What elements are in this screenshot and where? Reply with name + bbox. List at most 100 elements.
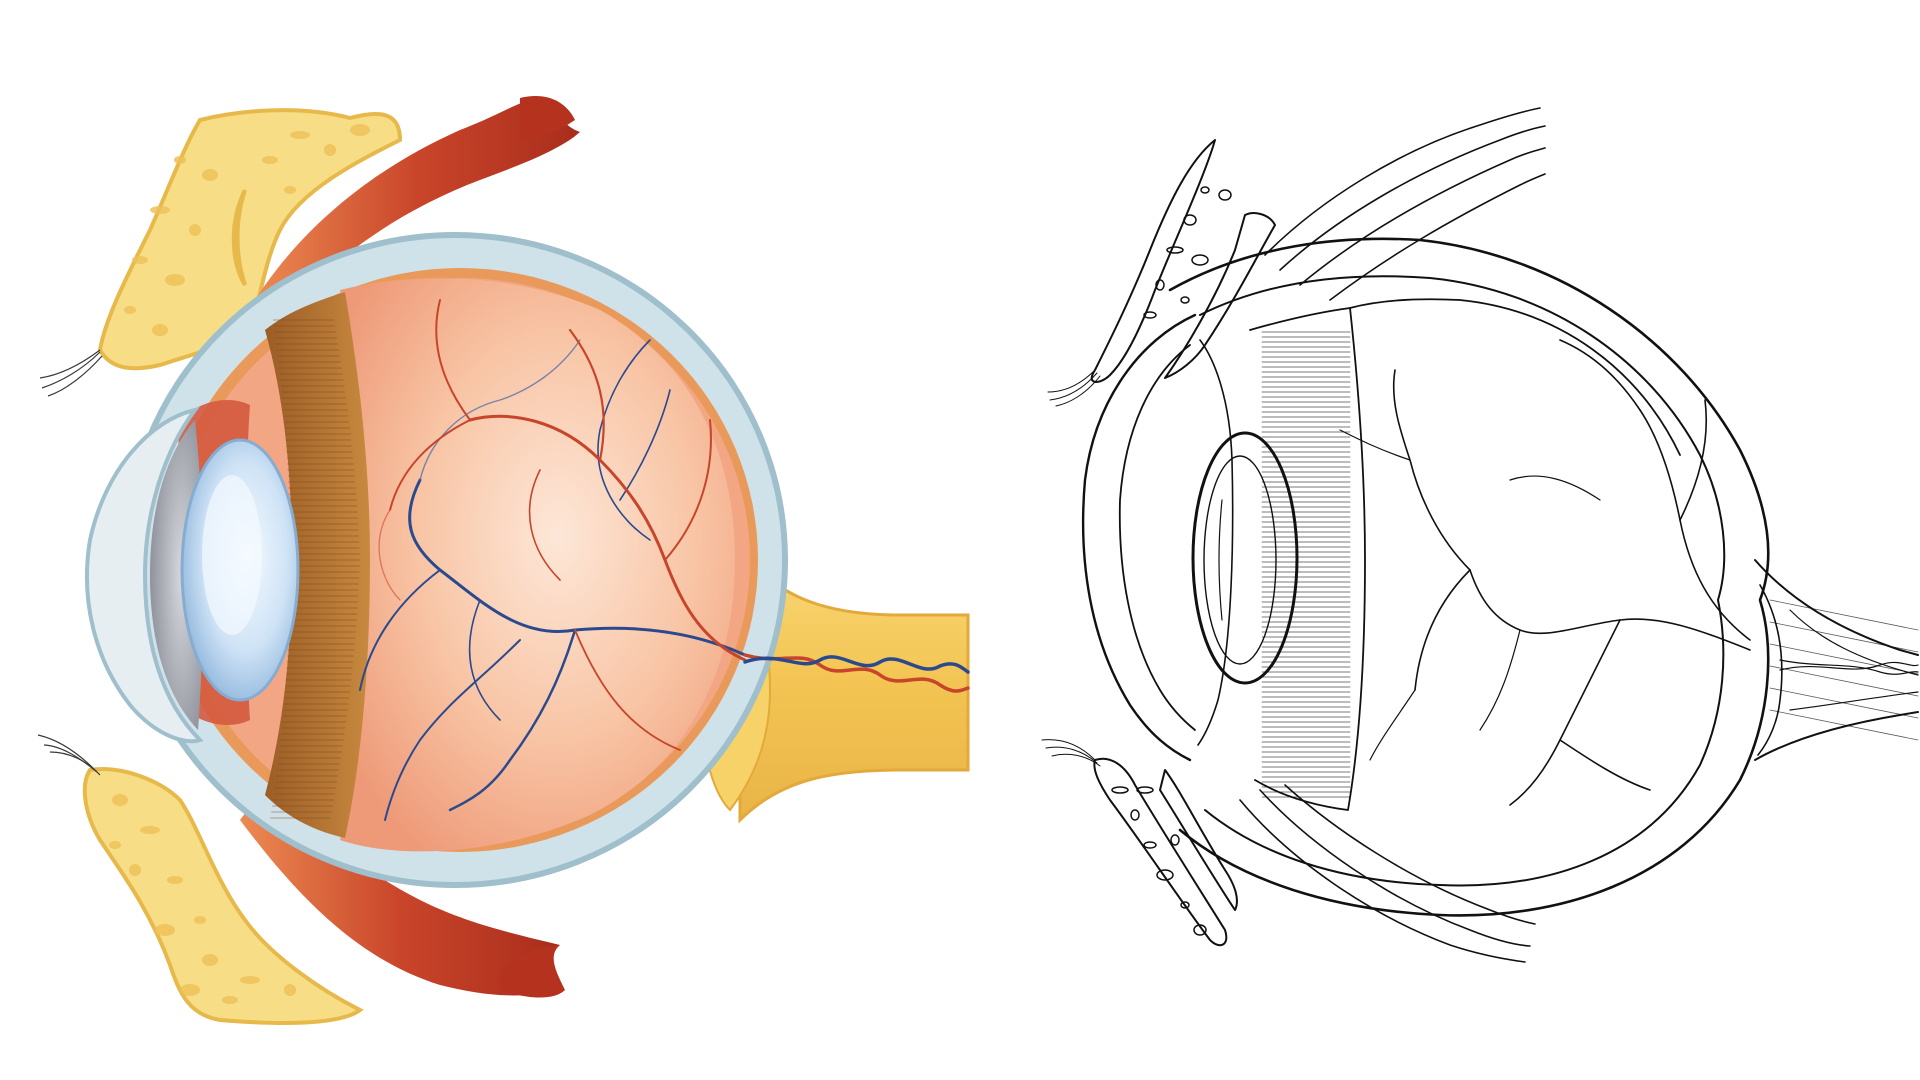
bone-pore xyxy=(240,976,260,984)
cornea xyxy=(84,406,204,744)
vessel-line xyxy=(1339,429,1411,461)
outline-eye-diagram xyxy=(1041,107,1919,963)
bone-pore-outline xyxy=(1143,841,1157,849)
bone-pore-outline xyxy=(1193,924,1207,936)
vessel-line xyxy=(1392,369,1471,571)
anterior-chamber xyxy=(150,420,203,730)
bone-pore-outline xyxy=(1143,311,1157,319)
bone-pore xyxy=(112,794,128,806)
ciliary-body xyxy=(265,292,370,838)
bone-pore-outline xyxy=(1111,786,1129,794)
bone-pore-outline xyxy=(1218,189,1232,201)
anterior-chamber-outline xyxy=(1118,344,1196,731)
eyelash-outline-strands xyxy=(1041,369,1101,767)
bone-pore xyxy=(150,206,170,214)
vessel-line xyxy=(1559,739,1651,791)
bone-pore-outline xyxy=(1183,214,1197,226)
bone-pore xyxy=(202,169,218,181)
superior-muscle-tendon xyxy=(520,96,575,140)
lens-outline xyxy=(1191,431,1299,685)
superior-muscle-outline xyxy=(1264,107,1546,301)
retinal-vein xyxy=(408,478,747,657)
bone-pore xyxy=(284,186,296,194)
bone-pore xyxy=(165,274,185,286)
bone-pore xyxy=(140,826,160,834)
lens-highlight xyxy=(202,475,262,635)
inferior-muscle-tendon xyxy=(500,945,565,998)
bone-pore xyxy=(284,984,296,996)
choroid-outline xyxy=(1199,275,1726,887)
bone-pore-outline xyxy=(1166,246,1184,254)
bone-pore xyxy=(174,156,186,164)
vitreous-body xyxy=(340,278,735,852)
bone-pore xyxy=(124,306,136,314)
retinal-artery xyxy=(389,419,471,511)
vessel-line xyxy=(1414,569,1471,691)
optic-nerve-fibers xyxy=(1769,599,1919,741)
vessel-line xyxy=(1679,399,1708,521)
nerve-fiber-line xyxy=(1769,687,1919,719)
retinal-vein xyxy=(359,569,441,691)
colored-eye-diagram xyxy=(37,96,970,1025)
retinal-artery xyxy=(528,469,561,581)
retinal-artery xyxy=(664,419,712,561)
retinal-blood-vessels xyxy=(359,299,970,821)
bone-pore xyxy=(129,864,141,876)
upper-orbital-bone-outline xyxy=(1090,139,1276,383)
bone-pore-outline xyxy=(1180,296,1190,304)
retinal-artery xyxy=(468,414,747,662)
bone-pore-outline xyxy=(1156,869,1174,881)
bone-pore xyxy=(324,144,336,156)
vessel-line xyxy=(1509,619,1621,806)
vessel-line xyxy=(1509,475,1601,501)
bone-pore xyxy=(202,954,218,966)
lens-highlight-stroke xyxy=(1218,499,1223,621)
retinal-vein xyxy=(384,639,521,821)
bone-pore xyxy=(189,224,201,236)
bone-pore xyxy=(290,131,310,139)
optic-nerve xyxy=(738,545,970,824)
nerve-fiber-line xyxy=(1769,621,1919,653)
cornea-outline xyxy=(1081,313,1197,762)
lens-inner-outline xyxy=(1203,455,1277,665)
retinal-artery xyxy=(378,509,401,601)
central-retinal-artery xyxy=(743,653,970,693)
retinal-vein xyxy=(468,599,501,721)
retinal-vessel-outlines xyxy=(1339,339,1751,806)
bone-pore xyxy=(155,924,175,936)
retinal-vein xyxy=(448,628,577,812)
bone-pore-outline xyxy=(1155,279,1165,291)
nerve-fiber-line xyxy=(1769,643,1919,675)
central-retinal-vein xyxy=(743,655,970,674)
optic-nerve-outline xyxy=(1754,559,1919,761)
retina-outline xyxy=(1349,298,1681,456)
nerve-fiber-line xyxy=(1769,665,1919,697)
bone-pore-outline xyxy=(1191,254,1209,266)
bone-pore xyxy=(262,156,278,164)
bone-pore-outline xyxy=(1200,186,1210,194)
bone-pore xyxy=(180,984,200,996)
bone-pore xyxy=(152,324,168,336)
bone-pore xyxy=(222,996,238,1004)
bone-pore xyxy=(167,876,183,884)
iris-outline xyxy=(1197,339,1234,746)
ciliary-body-hatching xyxy=(1261,331,1351,798)
ciliary-body-outline xyxy=(1249,307,1366,811)
vessel-line xyxy=(1479,629,1521,731)
vessel-line xyxy=(1559,339,1641,411)
retinal-vein xyxy=(419,339,581,481)
ciliary-fibers xyxy=(270,319,360,819)
nerve-fiber-line xyxy=(1769,599,1919,631)
bone-pore-outline xyxy=(1136,786,1154,794)
vessel-line xyxy=(1469,569,1751,651)
retinal-artery xyxy=(568,328,605,462)
bone-pore-outline xyxy=(1170,834,1180,846)
sclera-outline xyxy=(1168,237,1770,917)
bone-pore xyxy=(194,916,206,924)
eyelash-strands xyxy=(37,349,103,776)
bone-pore xyxy=(109,841,121,849)
inferior-muscle-outline xyxy=(1239,784,1536,963)
nerve-fiber-line xyxy=(1769,709,1919,741)
bone-pore-outlines xyxy=(1111,186,1232,936)
